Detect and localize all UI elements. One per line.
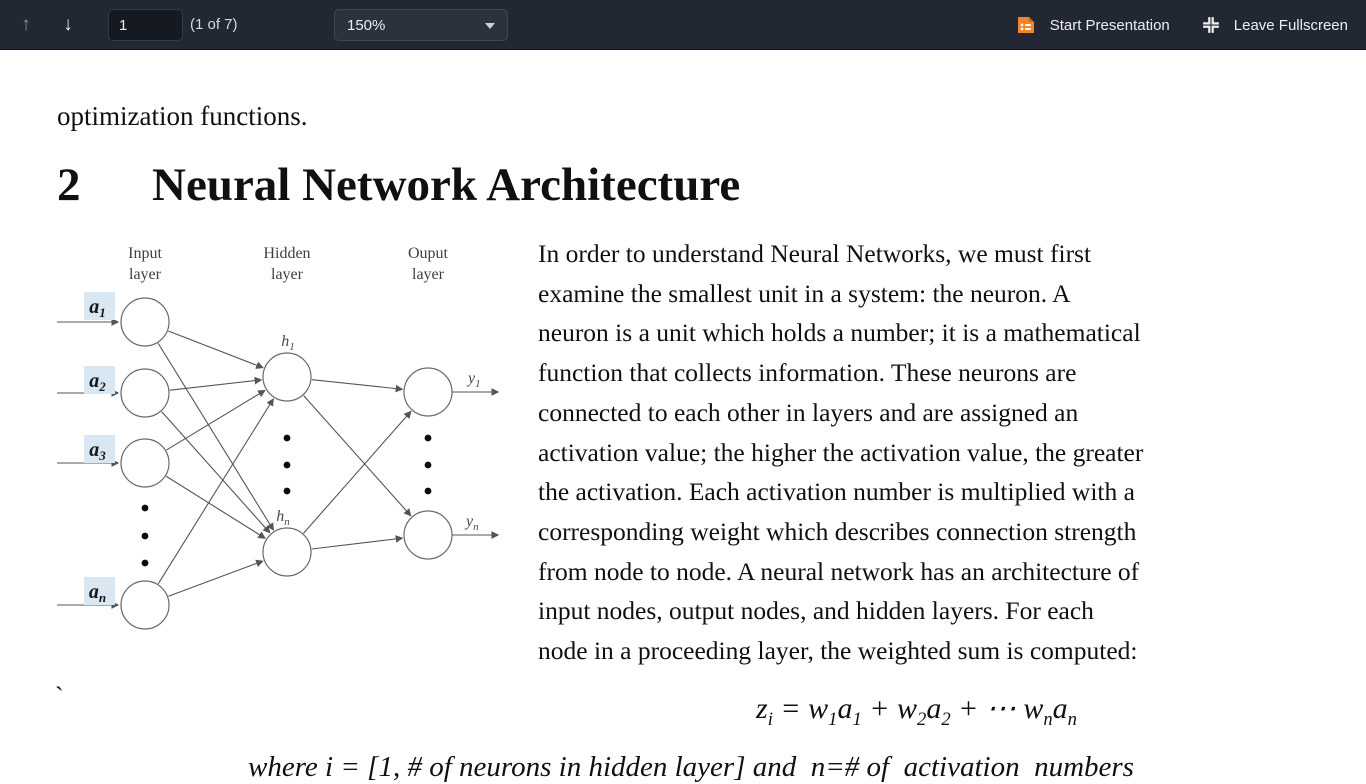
input-label-box [84, 577, 115, 605]
page-count-label: (1 of 7) [190, 16, 238, 33]
ellipsis-dot [424, 434, 432, 442]
pdf-page: optimization functions. 2 Neural Network… [0, 50, 1366, 783]
output-label: yn [464, 513, 479, 533]
leave-fullscreen-button[interactable]: Leave Fullscreen [1202, 16, 1348, 34]
start-presentation-label: Start Presentation [1049, 16, 1170, 34]
layer-label: Input [128, 245, 162, 262]
pdf-viewer-toolbar: ↑ ↓ (1 of 7) 150% Start Presentation [0, 0, 1366, 50]
zoom-level-value: 150% [347, 16, 386, 34]
input-label-box [84, 435, 115, 463]
nn-edge [303, 410, 412, 534]
weighted-sum-formula: zi = w1a1 + w2a2 + ⋯ wnan [756, 692, 1077, 730]
ellipsis-dot [424, 461, 432, 469]
nn-node [262, 352, 312, 402]
neural-network-diagram: a1a2a3any1ynh1hnInputlayerHiddenlayerOup… [57, 245, 500, 630]
page-number-input[interactable] [108, 9, 183, 41]
layer-label: Ouput [408, 245, 449, 262]
nn-edge [157, 342, 274, 531]
intro-paragraph-end: optimization functions. [57, 101, 308, 131]
leave-fullscreen-icon [1202, 17, 1219, 33]
nn-edge [157, 398, 274, 585]
nn-node [120, 368, 170, 418]
nn-node [262, 527, 312, 577]
nn-edge [165, 475, 266, 539]
nn-edge [168, 559, 264, 597]
layer-label: Hidden [263, 245, 310, 262]
layer-label: layer [129, 266, 162, 283]
nn-edge [168, 330, 264, 369]
next-page-button[interactable]: ↓ [52, 0, 84, 50]
nn-node [120, 438, 170, 488]
input-label-box [84, 366, 115, 394]
previous-page-button[interactable]: ↑ [10, 0, 42, 50]
layer-label: layer [412, 266, 445, 283]
leave-fullscreen-label: Leave Fullscreen [1233, 16, 1348, 34]
nn-node [403, 510, 453, 560]
arrow-up-icon: ↑ [21, 14, 31, 35]
zoom-level-dropdown[interactable]: 150% [334, 9, 508, 41]
nn-edge [169, 376, 263, 391]
layer-label: layer [271, 266, 304, 283]
nn-node [120, 297, 170, 347]
input-label-box [84, 292, 115, 320]
hidden-node-label: h1 [281, 333, 295, 353]
ellipsis-dot [141, 504, 149, 512]
nn-edge [311, 535, 404, 550]
ellipsis-dot [141, 532, 149, 540]
body-paragraph: In order to understand Neural Networks, … [538, 239, 1144, 666]
nn-node [120, 580, 170, 630]
hidden-node-label: hn [276, 508, 290, 528]
presentation-icon [1017, 17, 1034, 33]
chevron-down-icon [485, 23, 495, 29]
ellipsis-dot [283, 487, 291, 495]
arrow-down-icon: ↓ [63, 14, 73, 35]
section-title: Neural Network Architecture [152, 159, 741, 211]
start-presentation-button[interactable]: Start Presentation [1016, 15, 1170, 35]
nn-edge [303, 395, 412, 517]
ellipsis-dot [141, 559, 149, 567]
nn-edge [161, 411, 271, 534]
toolbar-right-actions: Start Presentation Leave Fullscreen [1016, 0, 1348, 50]
section-number: 2 [57, 159, 81, 211]
ellipsis-dot [283, 434, 291, 442]
ellipsis-dot [283, 461, 291, 469]
ellipsis-dot [424, 487, 432, 495]
stray-mark: ` [55, 682, 64, 711]
nn-node [403, 367, 453, 417]
output-label: y1 [466, 370, 481, 390]
nn-edge [311, 379, 404, 393]
nn-edge [166, 389, 266, 451]
